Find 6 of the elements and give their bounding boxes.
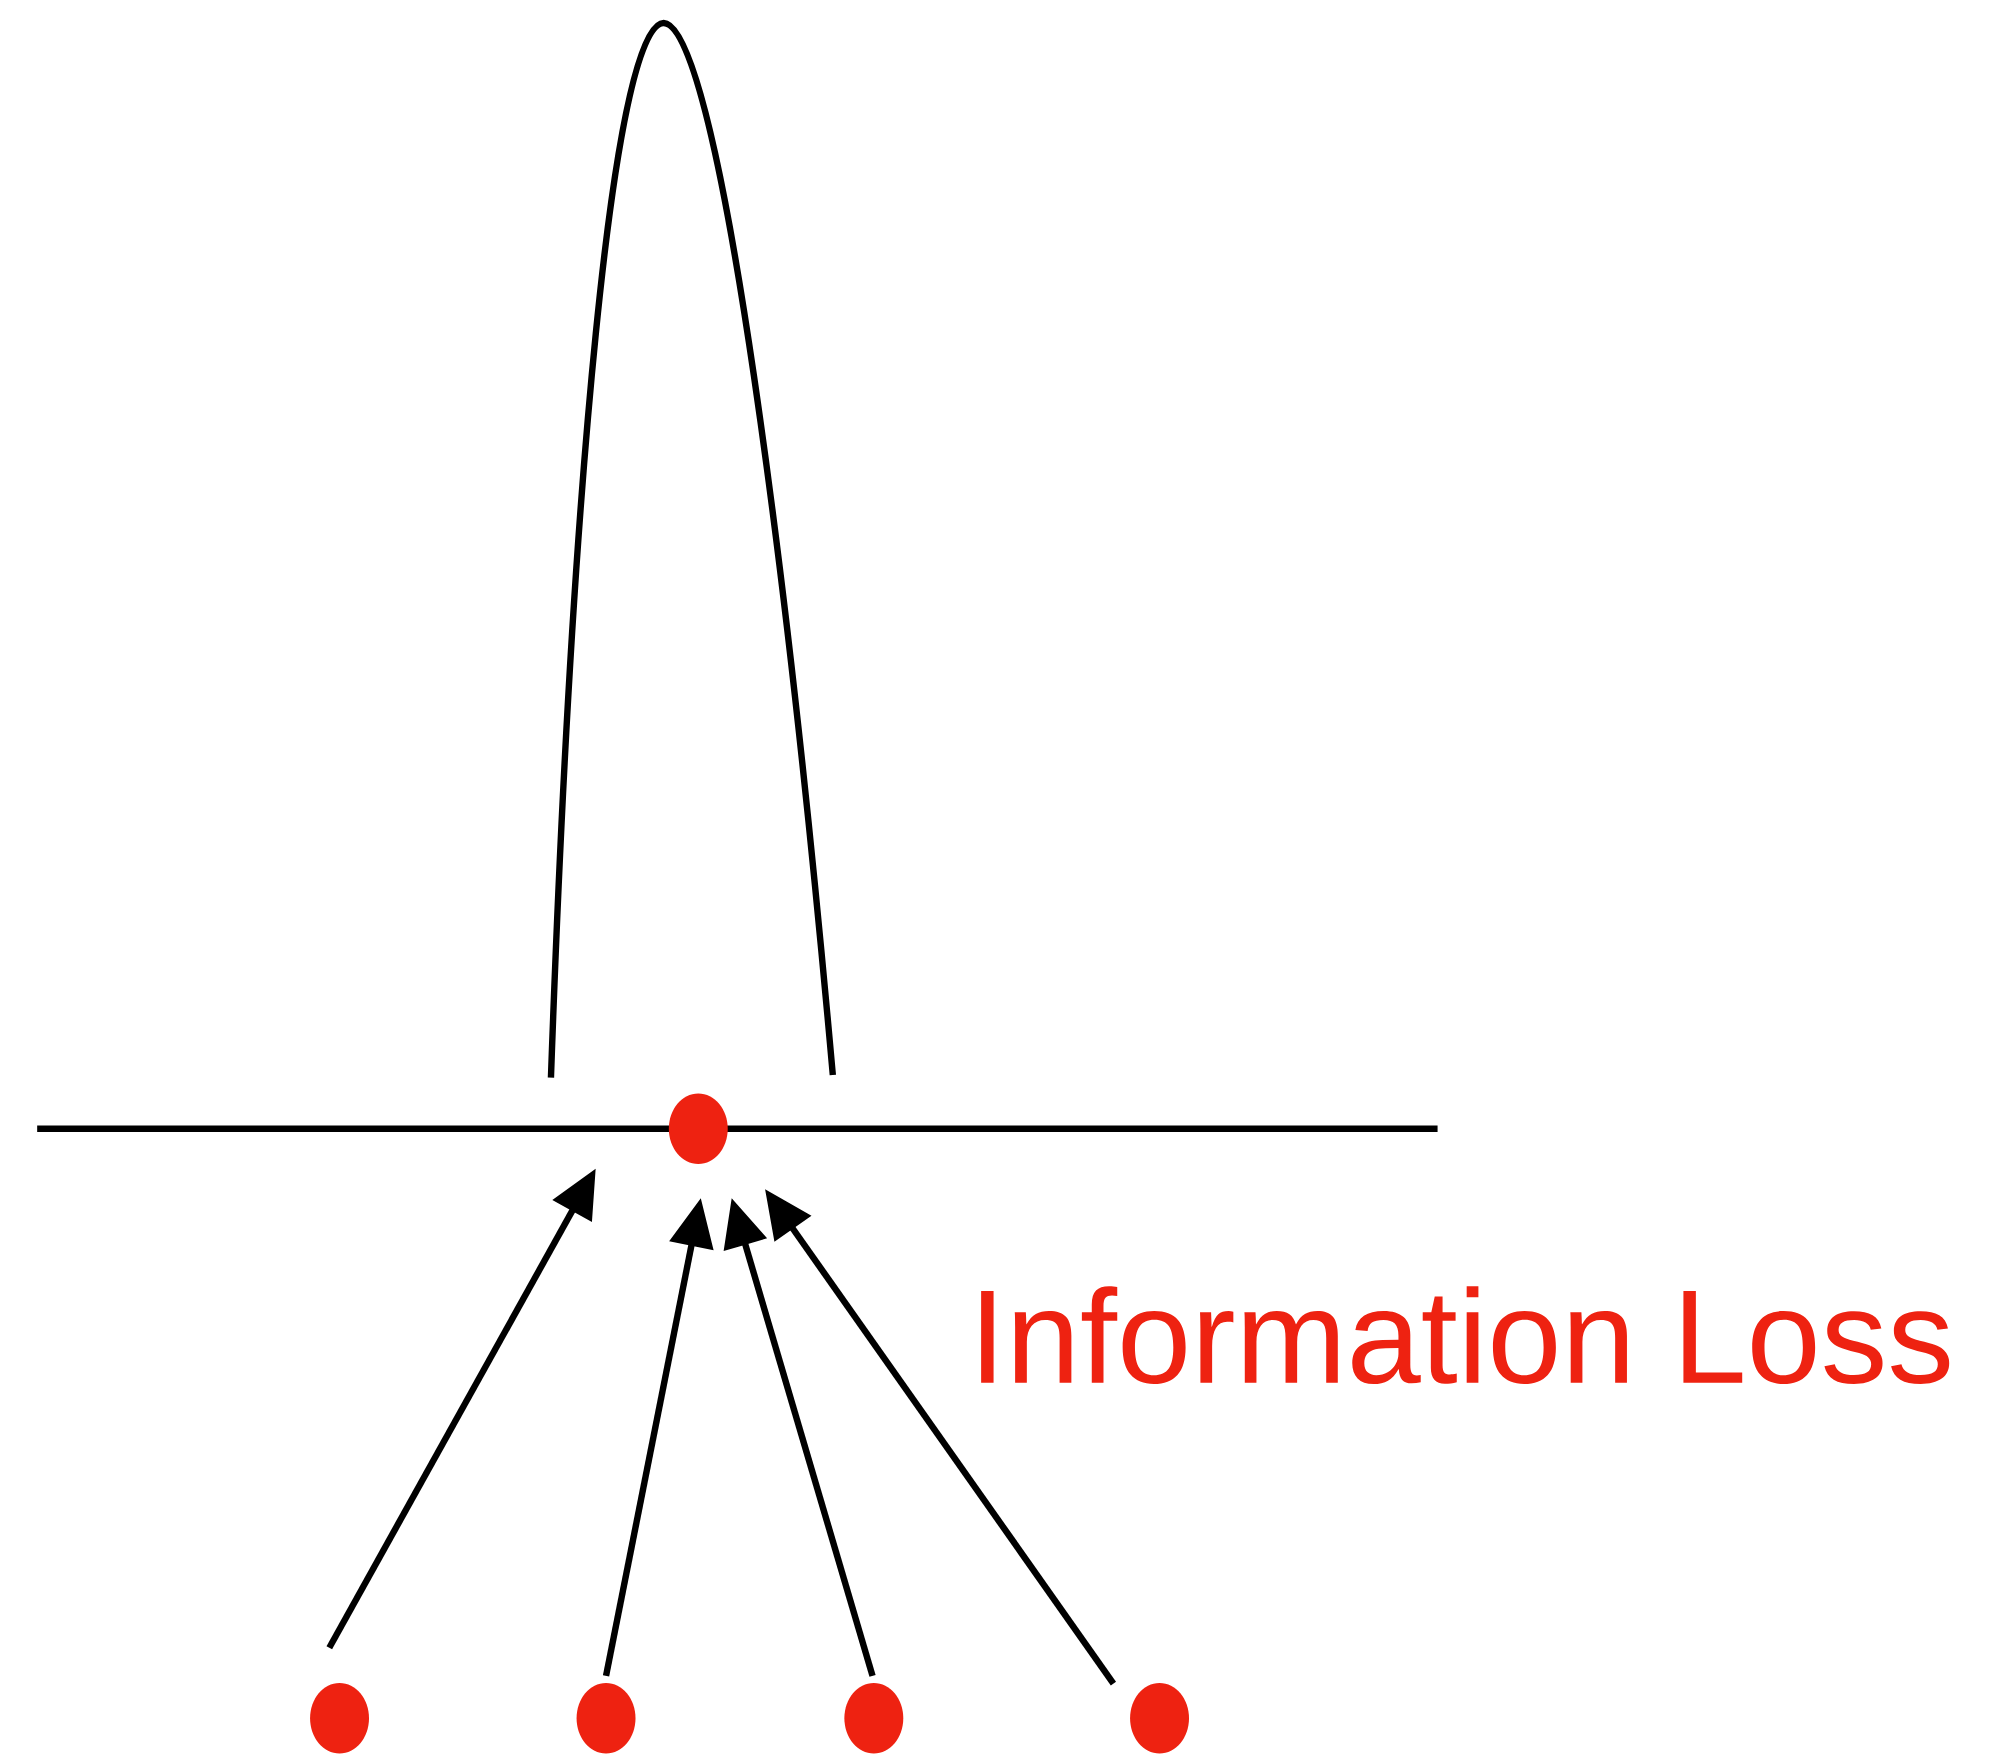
dot: [576, 1682, 636, 1754]
dot: [844, 1682, 904, 1754]
text-label: Information Loss: [981, 1286, 1950, 1384]
dot: [668, 1093, 728, 1164]
dot: [1130, 1682, 1189, 1754]
dot: [310, 1682, 369, 1754]
